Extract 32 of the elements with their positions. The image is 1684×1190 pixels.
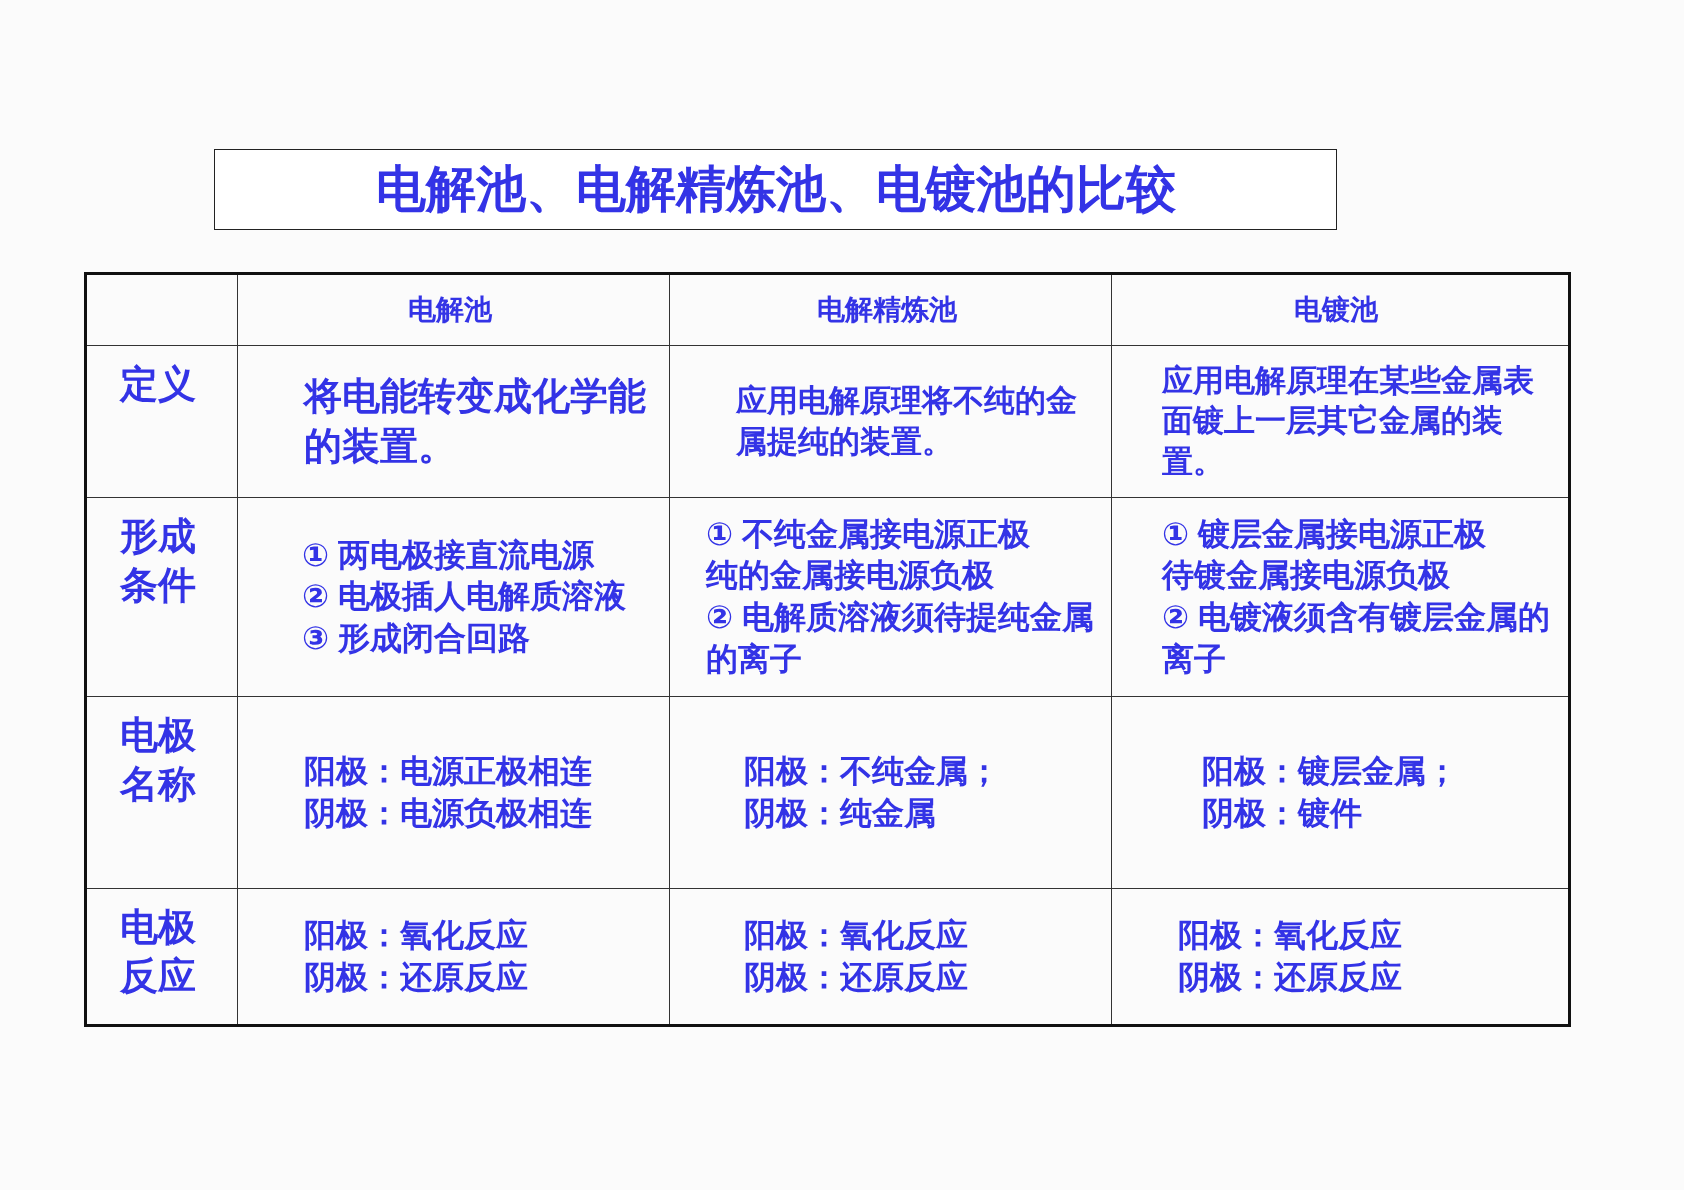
cell-text: 阳极：不纯金属； <box>744 751 1000 791</box>
cell-text: ① 镀层金属接电源正极 <box>1162 514 1486 554</box>
cell-text: 阴极：还原反应 <box>1178 957 1402 997</box>
cell-text: 阳极：氧化反应 <box>1178 915 1402 955</box>
cell-text: 阳极：氧化反应 <box>304 915 528 955</box>
row-header: 电极反应 <box>119 905 197 1000</box>
column-header: 电解精炼池 <box>816 292 957 327</box>
cell-text: 阴极：纯金属 <box>744 793 936 833</box>
cell-text: ② 电镀液须含有镀层金属的离子 <box>1162 598 1551 679</box>
cell-text: 阴极：电源负极相连 <box>304 793 592 833</box>
cell-text: ① 两电极接直流电源 <box>302 535 594 575</box>
column-header: 电镀池 <box>1294 292 1378 327</box>
cell-text: 阴极：还原反应 <box>304 957 528 997</box>
cell-text: 待镀金属接电源负极 <box>1162 556 1450 596</box>
row-header: 形成条件 <box>119 514 197 609</box>
row-header: 定义 <box>118 362 197 407</box>
cell-text: 阳极：镀层金属； <box>1202 751 1458 791</box>
cell-text: 应用电解原理在某些金属表面镀上一层其它金属的装置。 <box>1162 362 1535 481</box>
cell-text: 将电能转变成化学能的装置。 <box>304 374 647 469</box>
cell-text: 阳极：氧化反应 <box>744 915 968 955</box>
row-header: 电极名称 <box>118 713 197 808</box>
cell-text: ② 电解质溶液须待提纯金属的离子 <box>706 598 1095 679</box>
cell-text: ② 电极插人电解质溶液 <box>302 577 626 617</box>
cell-text: 阴极：还原反应 <box>744 957 968 997</box>
cell-text: 阳极：电源正极相连 <box>304 751 592 791</box>
cell-text: 应用电解原理将不纯的金属提纯的装置。 <box>736 382 1078 461</box>
cell-text: 纯的金属接电源负极 <box>706 556 994 596</box>
cell-text: 阴极：镀件 <box>1202 793 1362 833</box>
cell-text: ③ 形成闭合回路 <box>302 618 530 658</box>
title: 电解池、电解精炼池、电镀池的比较 <box>375 160 1176 219</box>
cell-text: ① 不纯金属接电源正极 <box>706 514 1030 554</box>
column-header: 电解池 <box>407 292 492 327</box>
